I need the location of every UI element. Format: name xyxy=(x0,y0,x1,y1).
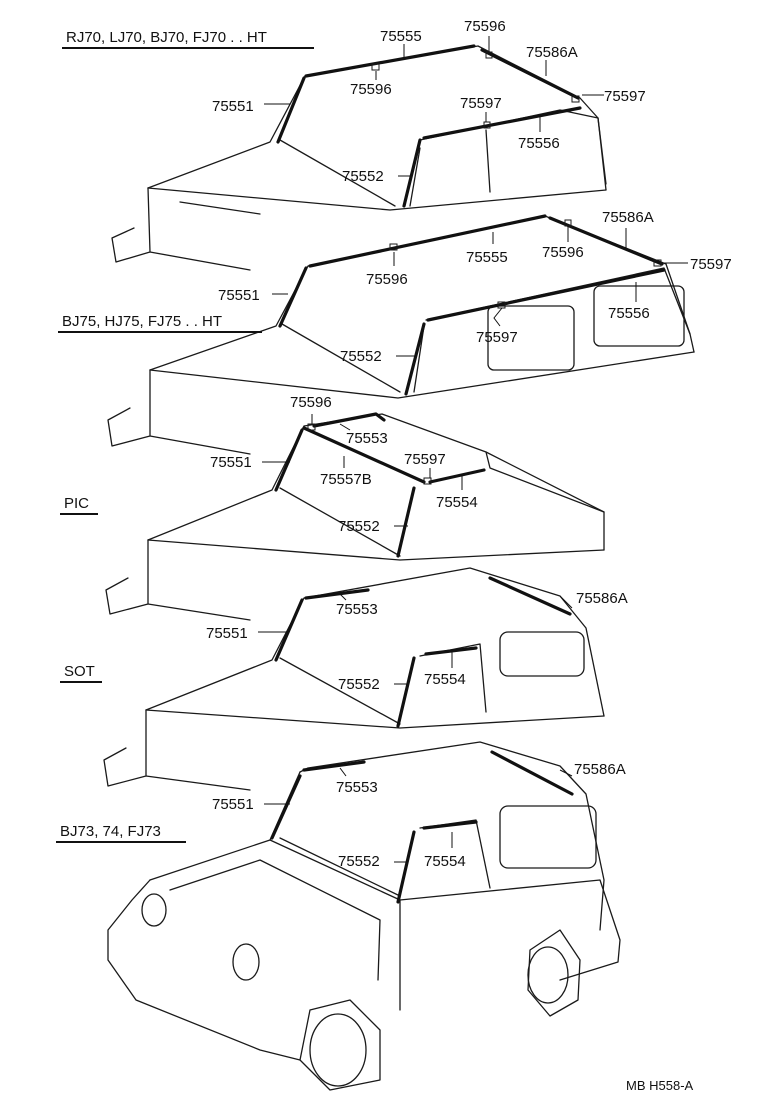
model-headings: RJ70, LJ70, BJ70, FJ70 . . HT BJ75, HJ75… xyxy=(56,29,314,843)
part-label-75597: 75597 xyxy=(604,88,646,105)
model-label-ht70: RJ70, LJ70, BJ70, FJ70 . . HT xyxy=(66,29,267,46)
molding-75556 xyxy=(426,268,666,322)
part-label-75557b: 75557B xyxy=(320,471,372,488)
part-label-75586a: 75586A xyxy=(576,590,628,607)
molding-75557b xyxy=(302,426,426,484)
part-label-75554: 75554 xyxy=(424,671,466,688)
part-label-75555: 75555 xyxy=(466,249,508,266)
model-label-sot: SOT xyxy=(64,663,95,680)
part-label-75554: 75554 xyxy=(436,494,478,511)
molding-75554 xyxy=(424,646,478,656)
part-label-75551: 75551 xyxy=(212,98,254,115)
molding-75551 xyxy=(274,428,304,492)
vehicle-bj73 xyxy=(107,741,621,1091)
part-label-75551: 75551 xyxy=(206,625,248,642)
molding-75552 xyxy=(396,486,416,558)
molding-75552 xyxy=(396,830,416,904)
leader-lines xyxy=(258,36,688,863)
part-label-75597: 75597 xyxy=(460,95,502,112)
part-label-75552: 75552 xyxy=(338,518,380,535)
part-label-75553: 75553 xyxy=(336,601,378,618)
molding-75553 xyxy=(302,760,366,772)
molding-75586a xyxy=(490,750,574,796)
part-label-75597: 75597 xyxy=(690,256,732,273)
part-label-75596: 75596 xyxy=(366,271,408,288)
molding-75552 xyxy=(402,138,422,208)
molding-75554 xyxy=(428,468,486,484)
part-label-75552: 75552 xyxy=(338,853,380,870)
part-label-75586a: 75586A xyxy=(526,44,578,61)
molding-75553 xyxy=(304,588,370,600)
part-label-75555: 75555 xyxy=(380,28,422,45)
molding-75586a xyxy=(480,48,580,100)
model-label-ht75: BJ75, HJ75, FJ75 . . HT xyxy=(62,313,222,330)
molding-75551 xyxy=(274,598,304,662)
molding-75586a xyxy=(488,576,572,616)
part-label-75551: 75551 xyxy=(212,796,254,813)
molding-75551 xyxy=(270,774,302,840)
molding-75553 xyxy=(312,412,386,428)
part-label-75556: 75556 xyxy=(608,305,650,322)
molding-75552 xyxy=(404,322,426,396)
vehicle-sot xyxy=(103,567,605,791)
molding-75555 xyxy=(304,44,476,78)
part-label-75596: 75596 xyxy=(464,18,506,35)
model-label-bj73: BJ73, 74, FJ73 xyxy=(60,823,161,840)
part-label-75596: 75596 xyxy=(290,394,332,411)
vehicle-ht70 xyxy=(111,44,607,271)
molding-75552 xyxy=(396,656,416,728)
part-label-75597: 75597 xyxy=(476,329,518,346)
vehicle-pic xyxy=(105,412,605,621)
part-labels: 75555 75596 75586A 75596 75597 75551 755… xyxy=(206,18,732,870)
molding-75555 xyxy=(308,214,547,268)
molding-75551 xyxy=(278,266,308,328)
part-label-75554: 75554 xyxy=(424,853,466,870)
part-label-75552: 75552 xyxy=(340,348,382,365)
part-label-75551: 75551 xyxy=(210,454,252,471)
part-label-75552: 75552 xyxy=(342,168,384,185)
part-label-75553: 75553 xyxy=(336,779,378,796)
part-label-75596: 75596 xyxy=(350,81,392,98)
part-label-75553: 75553 xyxy=(346,430,388,447)
molding-75556 xyxy=(422,106,582,140)
molding-75551 xyxy=(276,76,306,144)
part-label-75551: 75551 xyxy=(218,287,260,304)
figure-code: MB H558-A xyxy=(626,1078,694,1093)
model-label-pic: PIC xyxy=(64,495,89,512)
part-label-75586a: 75586A xyxy=(574,761,626,778)
part-label-75597: 75597 xyxy=(404,451,446,468)
molding-75554 xyxy=(422,820,478,830)
part-label-75556: 75556 xyxy=(518,135,560,152)
part-label-75586a: 75586A xyxy=(602,209,654,226)
part-label-75596: 75596 xyxy=(542,244,584,261)
part-label-75552: 75552 xyxy=(338,676,380,693)
vehicle-ht75 xyxy=(107,214,695,455)
